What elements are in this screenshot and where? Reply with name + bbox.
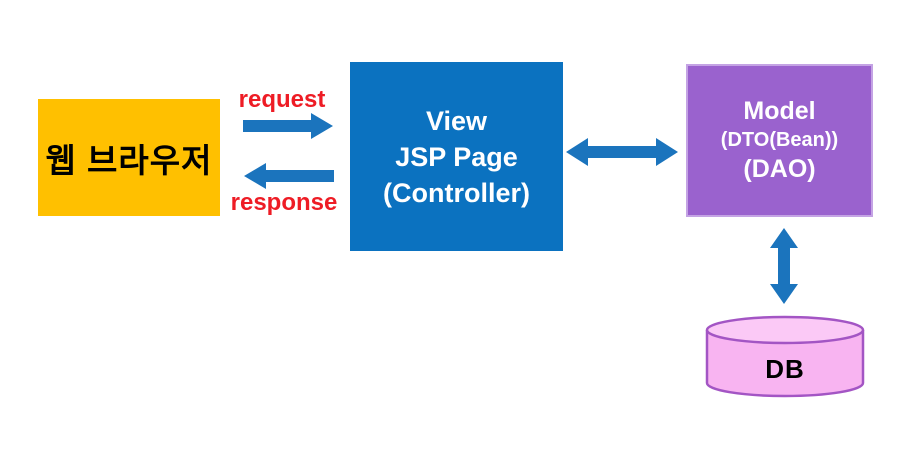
- view-box-line: View: [425, 105, 488, 136]
- request-arrow-icon: [243, 113, 333, 139]
- view-jsp-box: View JSP Page (Controller): [350, 62, 563, 251]
- request-label: request: [238, 86, 326, 113]
- model-box: Model (DTO(Bean)) (DAO): [686, 64, 873, 217]
- response-arrow-icon: [244, 163, 334, 189]
- view-box-line: JSP Page: [395, 141, 518, 172]
- db-cylinder: DB: [705, 314, 865, 400]
- model-db-arrow-icon: [770, 228, 798, 304]
- web-browser-label: 웹 브라우저: [45, 141, 213, 179]
- database-icon: [705, 315, 865, 398]
- web-browser-box: 웹 브라우저: [38, 99, 220, 216]
- view-box-line: (Controller): [383, 177, 530, 208]
- db-label: DB: [765, 354, 805, 384]
- model-box-line: (DAO): [743, 155, 816, 183]
- model-box-line: Model: [743, 97, 816, 125]
- model-box-line: (DTO(Bean)): [720, 129, 839, 151]
- view-model-arrow-icon: [566, 138, 678, 166]
- response-label: response: [230, 189, 338, 216]
